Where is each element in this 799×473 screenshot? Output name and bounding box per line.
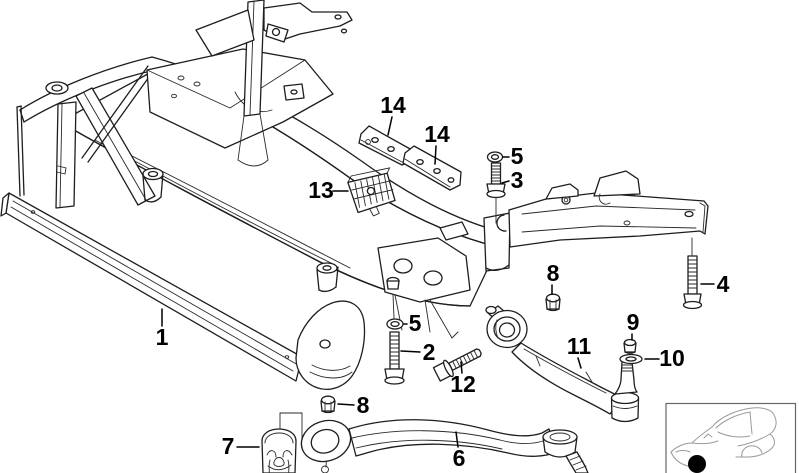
left-strut (16, 105, 25, 197)
front-axle-carrier (0, 0, 709, 391)
callout-5-lower: 5 (403, 310, 422, 336)
callout-label: 5 (409, 310, 422, 336)
callout-label: 3 (511, 167, 524, 193)
carrier-end-bracket (295, 300, 366, 391)
callout-13: 13 (308, 177, 349, 203)
callout-label: 6 (453, 445, 466, 471)
washer-5-upper (486, 151, 504, 163)
vibration-absorber (347, 167, 396, 217)
callout-label: 10 (659, 345, 685, 371)
right-side-member (508, 170, 709, 248)
bolt-4 (682, 237, 703, 310)
shim-plate-upper (358, 125, 413, 166)
callout-label: 11 (567, 333, 592, 359)
callout-1: 1 (156, 308, 169, 350)
car-location-inset (665, 402, 797, 473)
callout-14-lower: 14 (424, 121, 450, 165)
callout-label: 13 (308, 177, 334, 203)
control-arm-bracket (377, 221, 471, 339)
rubber-mount-7 (261, 428, 297, 473)
callout-4: 4 (700, 271, 730, 297)
top-pillar (195, 0, 353, 167)
bolt-12 (432, 348, 482, 382)
washer-10 (619, 353, 643, 365)
shim-plate-lower (402, 145, 462, 191)
callout-9: 9 (627, 309, 640, 341)
bolt-3 (486, 162, 506, 224)
callout-label: 2 (423, 339, 436, 365)
callout-7: 7 (222, 433, 260, 459)
washer-5-lower (386, 294, 404, 330)
callout-12: 12 (450, 361, 476, 397)
callout-3: 3 (501, 167, 524, 193)
callouts: 14 14 13 5 3 4 8 1 (156, 92, 730, 471)
callout-label: 7 (222, 433, 235, 459)
callout-14-upper: 14 (380, 92, 406, 136)
callout-10: 10 (644, 345, 685, 371)
callout-label: 4 (717, 271, 730, 297)
callout-11: 11 (567, 333, 592, 369)
location-marker-dot (688, 455, 706, 473)
diagonal-brace (75, 65, 156, 206)
tension-strut-6 (279, 412, 589, 473)
callout-label: 9 (627, 309, 640, 335)
nut-8-lower (320, 395, 336, 414)
car-outline (670, 407, 777, 469)
bolt-2 (384, 331, 405, 385)
nut-9 (623, 338, 637, 354)
carrier-front-beam (0, 192, 303, 382)
callout-8-lower: 8 (337, 392, 370, 418)
callout-label: 12 (450, 371, 476, 397)
callout-5-upper: 5 (502, 143, 524, 169)
mount-tower-center (316, 262, 339, 293)
callout-2: 2 (400, 339, 436, 365)
callout-6: 6 (453, 431, 466, 471)
callout-label: 5 (511, 143, 524, 169)
control-arm-11 (485, 305, 640, 423)
nut-8-upper (545, 293, 561, 312)
callout-label: 1 (156, 324, 169, 350)
callout-label: 8 (357, 392, 370, 418)
mounting-post (483, 212, 511, 272)
callout-label: 14 (424, 121, 450, 147)
callout-label: 14 (380, 92, 406, 118)
callout-label: 8 (547, 260, 560, 286)
mount-tower-left (142, 167, 164, 203)
callout-8-upper: 8 (547, 260, 560, 295)
vertical-channel-post (55, 101, 77, 209)
